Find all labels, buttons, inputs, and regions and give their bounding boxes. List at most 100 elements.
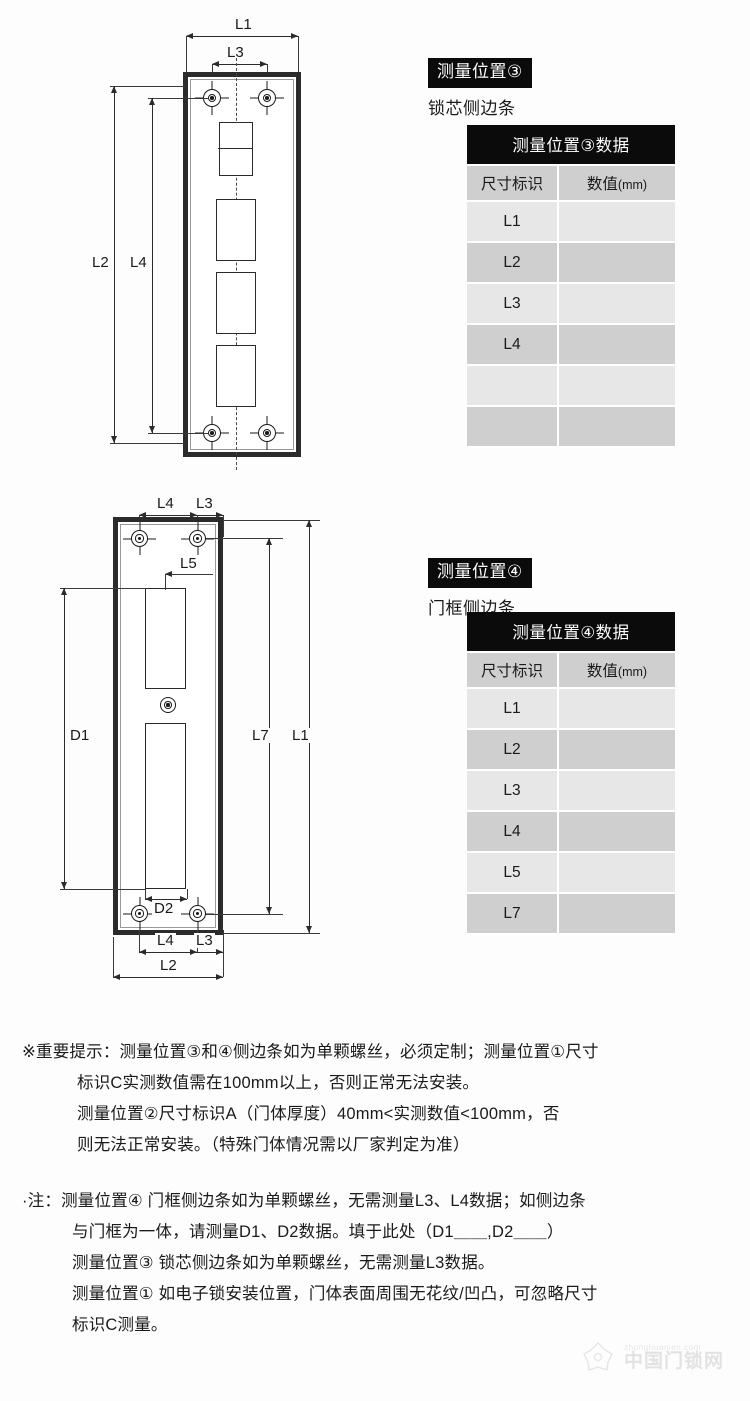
table-row[interactable] <box>467 407 675 448</box>
ext-line-l1-right <box>298 36 299 72</box>
table4-header-row: 尺寸标识 数值(mm) <box>467 653 675 689</box>
table3-row1-value[interactable] <box>559 243 675 284</box>
screw-top-right <box>249 80 285 116</box>
table-row[interactable]: L3 <box>467 771 675 812</box>
table-row[interactable]: L2 <box>467 243 675 284</box>
screw-bot-dwg-bottom-right <box>181 897 214 930</box>
panel3-tag: 测量位置③ <box>428 58 532 88</box>
table4-title-row: 测量位置④数据 <box>467 612 675 653</box>
dim-label-l3-bottom: L3 <box>194 932 215 949</box>
dim-line-l1-bottom <box>309 520 310 933</box>
table4-row3-value[interactable] <box>559 812 675 853</box>
table4-row0-label: L1 <box>467 689 559 730</box>
table-row[interactable] <box>467 366 675 407</box>
ext-line-l4-top <box>148 98 208 99</box>
table3-col1-header: 尺寸标识 <box>467 166 559 202</box>
dim-arrow-l7-top <box>265 538 272 545</box>
table-row[interactable]: L7 <box>467 894 675 935</box>
dim-line-l7 <box>269 538 270 914</box>
slot-upper-bottom-dwg <box>145 588 186 689</box>
screw-bot-dwg-bottom-left <box>123 897 156 930</box>
table-row[interactable]: L3 <box>467 284 675 325</box>
ext-line-l2-top <box>110 86 185 87</box>
notice-line-2: 测量位置②尺寸标识A（门体厚度）40mm<实测数值<100mm，否 <box>77 1105 560 1123</box>
dim-line-d1 <box>64 588 65 889</box>
table4-row0-value[interactable] <box>559 689 675 730</box>
table3-col2-unit: (mm) <box>617 178 648 192</box>
table3-row5-value[interactable] <box>559 407 675 448</box>
table-measurement-3: 测量位置③数据 尺寸标识 数值(mm) L1 L2 L3 L4 <box>467 125 675 448</box>
dim-line-l3 <box>212 64 267 65</box>
dim-line-l3-bottom2 <box>197 952 223 953</box>
table4-row4-value[interactable] <box>559 853 675 894</box>
ext-line-d1-bottom <box>60 889 146 890</box>
note-line-2: 测量位置③ 锁芯侧边条如为单颗螺丝，无需测量L3数据。 <box>72 1254 495 1272</box>
notice-line-1: 标识C实测数值需在100mm以上，否则正常无法安装。 <box>77 1074 480 1092</box>
screw-bottom-left <box>194 415 230 451</box>
dim-arrow-l1b-bottom <box>305 926 312 933</box>
dim-line-l4-top2 <box>139 515 197 516</box>
ext-line-d2-r <box>187 889 188 899</box>
dim-arrow-l3t-right <box>216 511 223 518</box>
table-row[interactable]: L2 <box>467 730 675 771</box>
dim-arrow-d2-left <box>145 895 152 902</box>
table-row[interactable]: L4 <box>467 812 675 853</box>
dim-arrow-l3-left <box>212 60 219 67</box>
screw-bottom-right <box>249 415 285 451</box>
ext-line-l2-bottom <box>110 443 185 444</box>
table3-row0-value[interactable] <box>559 202 675 243</box>
table3-header-row: 尺寸标识 数值(mm) <box>467 166 675 202</box>
panel-measurement-position-4: 测量位置④ 门框侧边条 <box>428 558 532 619</box>
ext-line-l1-left <box>186 36 187 72</box>
table-row[interactable]: L4 <box>467 325 675 366</box>
dim-line-l3-top2 <box>197 515 223 516</box>
table3-row4-value[interactable] <box>559 366 675 407</box>
dim-line-d2 <box>145 899 187 900</box>
table3-row1-label: L2 <box>467 243 559 284</box>
note-line-3: 测量位置① 如电子锁安装位置，门体表面周围无花纹/凹凸，可忽略尺寸 <box>72 1285 598 1303</box>
dim-arrow-l3b-right <box>216 948 223 955</box>
dim-arrow-l2-top <box>110 86 117 93</box>
dim-label-d1: D1 <box>68 727 92 744</box>
dim-arrow-d1-bottom <box>60 882 67 889</box>
dim-label-d2: D2 <box>152 900 176 917</box>
table4-row1-value[interactable] <box>559 730 675 771</box>
panel3-subtitle: 锁芯侧边条 <box>428 98 516 118</box>
table4-title: 测量位置④数据 <box>467 612 675 653</box>
table4-row1-label: L2 <box>467 730 559 771</box>
ext-line-l1b-top <box>223 520 320 521</box>
dim-arrow-l4b-right <box>190 948 197 955</box>
table3-row2-value[interactable] <box>559 284 675 325</box>
table4-row2-value[interactable] <box>559 771 675 812</box>
panel-measurement-position-3: 测量位置③ 锁芯侧边条 <box>428 58 532 119</box>
watermark-en: zhonghuamen.com <box>624 1342 702 1352</box>
note-line-0: ·注：测量位置④ 门框侧边条如为单颗螺丝，无需测量L3、L4数据；如侧边条 <box>22 1192 586 1210</box>
table3-row3-value[interactable] <box>559 325 675 366</box>
ext-line-l7-bottom <box>206 914 283 915</box>
table3-row0-label: L1 <box>467 202 559 243</box>
dim-label-l5: L5 <box>178 555 199 572</box>
dim-label-l7: L7 <box>250 727 271 744</box>
dim-line-l4 <box>152 98 153 433</box>
table3-row5-label <box>467 407 559 448</box>
screw-bot-dwg-top-right <box>181 522 214 555</box>
important-notice-block: ※重要提示：测量位置③和④侧边条如为单颗螺丝，必须定制；测量位置①尺寸 标识C实… <box>22 1037 732 1161</box>
table4-col2-header-text: 数值 <box>586 663 618 680</box>
dim-label-l2-bottom: L2 <box>158 957 179 974</box>
table-row[interactable]: L5 <box>467 853 675 894</box>
table4-row5-value[interactable] <box>559 894 675 935</box>
screw-bot-dwg-top-left <box>123 522 156 555</box>
table-row[interactable]: L1 <box>467 202 675 243</box>
table3-col2-header: 数值(mm) <box>559 166 675 202</box>
ext-line-l2b-right <box>223 937 224 977</box>
note-line-1: 与门框为一体，请测量D1、D2数据。填于此处（D1＿＿,D2＿＿） <box>72 1223 564 1241</box>
table4-row4-label: L5 <box>467 853 559 894</box>
dim-label-l2: L2 <box>90 254 111 271</box>
dim-arrow-l4-bottom <box>148 426 155 433</box>
ext-line-d2-l <box>145 889 146 899</box>
dim-label-l1-bottom: L1 <box>290 727 311 744</box>
dim-line-l2-bottom <box>113 977 223 978</box>
slot-1 <box>218 122 253 176</box>
ext-line-l5 <box>165 574 166 590</box>
table-row[interactable]: L1 <box>467 689 675 730</box>
